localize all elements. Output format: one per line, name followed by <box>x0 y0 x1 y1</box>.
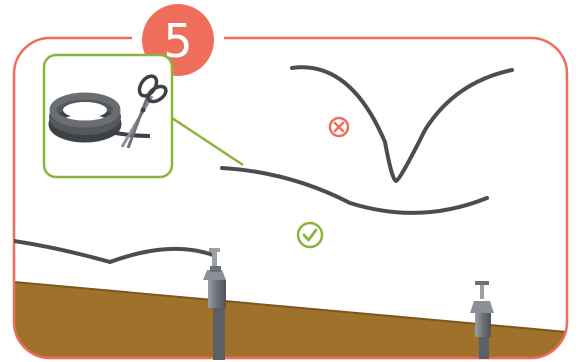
scissors-icon <box>120 74 168 149</box>
incorrect-example <box>290 65 514 184</box>
tools-inset <box>42 53 244 179</box>
installed-tubing <box>14 239 215 265</box>
riser-tube <box>14 239 215 265</box>
check-circle-icon <box>296 221 324 249</box>
kinked-tube <box>290 65 514 184</box>
hose-coil-icon <box>48 92 151 143</box>
ground <box>14 281 567 358</box>
sprinkler-stake-left <box>203 248 226 360</box>
cross-circle-icon <box>328 116 350 138</box>
soil <box>14 282 567 358</box>
soil-edge <box>14 281 567 333</box>
correct-example <box>220 166 489 249</box>
step-frame <box>12 36 569 360</box>
sprinkler-stake-right <box>470 281 494 359</box>
curved-tube <box>220 166 489 215</box>
inset-pointer-line <box>171 116 244 167</box>
